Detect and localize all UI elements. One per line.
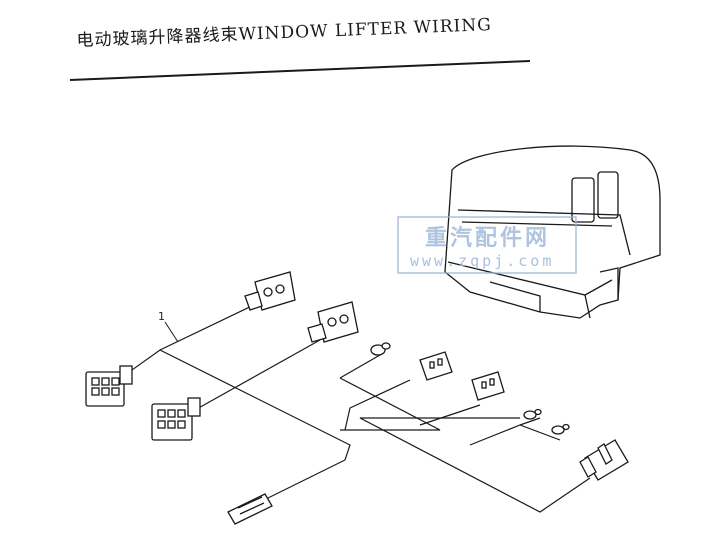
watermark-line1: 重汽配件网 [425,225,550,251]
callout-label-1: 1 [158,310,165,323]
watermark: 重汽配件网 www.zqpj.com [397,216,577,274]
connector-switch-1 [419,351,453,381]
connector-socket-middle [307,301,359,343]
connector-9pin-left [85,365,133,407]
title-underline [69,60,531,81]
callout-leader-1 [164,321,179,343]
watermark-frame [397,216,577,274]
harness-wires [124,301,591,513]
connector-bullet-right-2 [551,423,570,435]
connector-inline-bottom [227,493,273,525]
connector-bullet-upper [370,342,391,356]
watermark-line2: www.zqpj.com [410,252,554,270]
connector-socket-upper [244,271,296,311]
connector-bullet-right-1 [523,408,542,420]
connector-9pin-lower [151,397,201,441]
connector-plug-large [579,439,629,481]
connector-switch-2 [471,371,505,401]
